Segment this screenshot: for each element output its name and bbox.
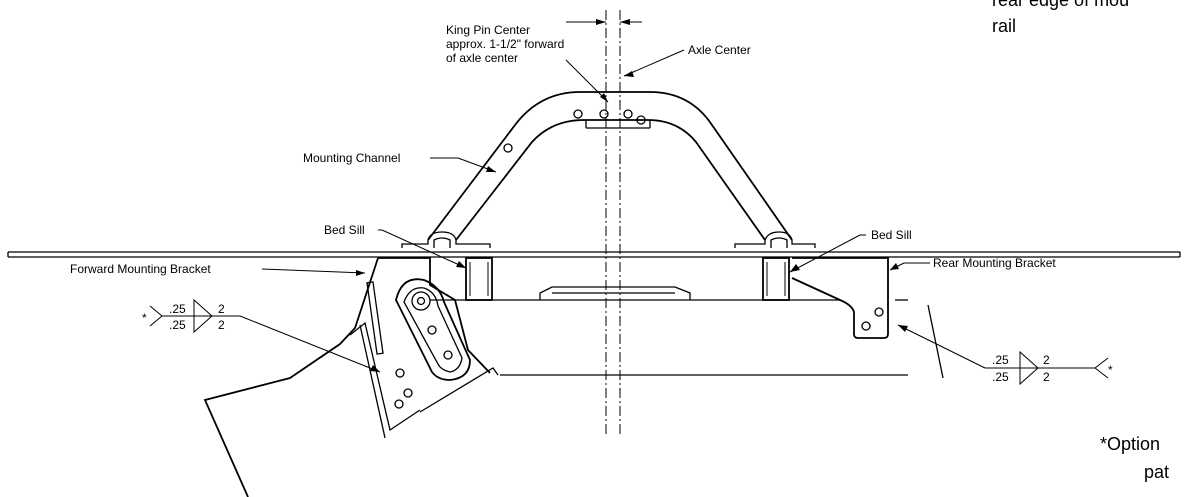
weld-left-bottom-length: 2 [218, 318, 225, 332]
label-king-pin-3: of axle center [446, 51, 518, 65]
weld-right-bottom-length: 2 [1043, 370, 1050, 384]
label-bed-sill-left: Bed Sill [324, 223, 365, 237]
weld-right-tail: * [1108, 363, 1113, 377]
mounting-channel [401, 91, 816, 248]
label-king-pin-2: approx. 1-1/2" forward [446, 37, 564, 51]
label-forward-bracket: Forward Mounting Bracket [70, 262, 211, 276]
weld-right-bottom-size: .25 [992, 370, 1009, 384]
label-axle-center: Axle Center [688, 43, 751, 57]
forward-mounting-bracket [203, 257, 491, 497]
rear-mounting-bracket [791, 257, 944, 379]
label-bottom-right-1: *Option [1100, 434, 1160, 454]
bed-sills [465, 257, 790, 301]
label-leaders [261, 157, 930, 276]
body-structure [419, 286, 908, 413]
weld-right-top-size: .25 [992, 353, 1009, 367]
frame-rail [7, 251, 1181, 258]
weld-symbol-right [897, 324, 1109, 386]
label-king-pin-1: King Pin Center [446, 23, 530, 37]
label-top-right-1: rear edge of mou [992, 0, 1129, 10]
weld-left-tail: * [142, 311, 147, 325]
weld-symbol-left [149, 298, 381, 373]
label-rear-bracket: Rear Mounting Bracket [933, 256, 1056, 270]
weld-left-bottom-size: .25 [169, 318, 186, 332]
label-top-right-2: rail [992, 16, 1016, 36]
center-lines [566, 10, 642, 435]
weld-left-top-length: 2 [218, 302, 225, 316]
label-bed-sill-right: Bed Sill [871, 228, 912, 242]
weld-right-top-length: 2 [1043, 353, 1050, 367]
label-mounting-channel: Mounting Channel [303, 151, 400, 165]
weld-left-top-size: .25 [169, 302, 186, 316]
label-bottom-right-2: pat [1144, 462, 1169, 482]
